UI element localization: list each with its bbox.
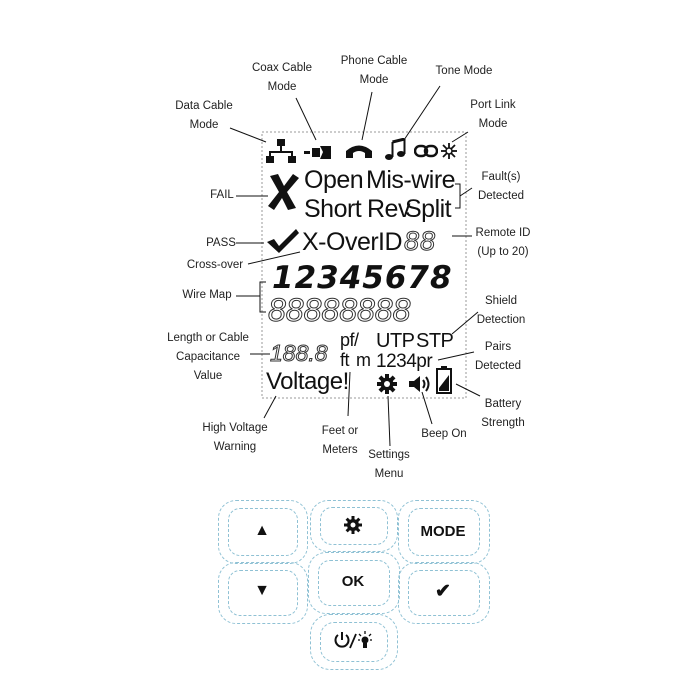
keypad-outline-up xyxy=(218,500,308,564)
ok-button[interactable]: OK xyxy=(328,566,378,596)
label-tone-mode: Tone Mode xyxy=(435,65,493,77)
lcd-split: Split xyxy=(405,195,452,223)
battery-icon xyxy=(436,366,452,394)
ok-label: OK xyxy=(341,572,365,590)
keypad-outline-gear-inner xyxy=(320,507,388,545)
up-button[interactable]: ▲ xyxy=(238,516,286,546)
keypad-outline-ok xyxy=(308,552,400,614)
down-button[interactable]: ▼ xyxy=(238,576,286,606)
network-icon xyxy=(266,139,296,163)
coax-plug-icon xyxy=(304,146,331,159)
lcd-rev: Rev xyxy=(367,195,410,223)
lcd-miswire: Mis-wire xyxy=(366,166,456,194)
lcd-ft: ft xyxy=(340,350,350,370)
starburst-icon xyxy=(441,143,457,159)
keypad-outline-check-inner xyxy=(408,570,480,616)
leader-data-cable xyxy=(229,127,267,143)
leader-feet xyxy=(347,371,351,417)
music-note-icon xyxy=(385,138,406,160)
gear-icon xyxy=(344,516,362,534)
label-faults-detected: Fault(s)Detected xyxy=(477,171,525,202)
lcd-remote-id-digits: 88 xyxy=(403,226,437,257)
leader-tone xyxy=(403,85,441,141)
mode-button[interactable]: MODE xyxy=(410,516,476,546)
leader-phone xyxy=(361,91,373,141)
fail-x-icon xyxy=(268,174,299,210)
gear-icon xyxy=(377,374,397,394)
leader-coax xyxy=(295,97,317,141)
leader-faults-out xyxy=(459,187,473,197)
down-arrow-icon: ▼ xyxy=(254,582,270,599)
lcd-utp: UTP xyxy=(376,330,415,352)
keypad-outline-mode xyxy=(398,500,490,564)
leader-faults xyxy=(455,183,461,209)
lcd-short: Short xyxy=(304,195,362,223)
keypad-outline-down xyxy=(218,562,308,624)
lcd-xover: X-Over xyxy=(302,228,379,256)
keypad-outline-power-inner xyxy=(320,622,388,662)
mode-label: MODE xyxy=(420,522,466,540)
lcd-pf: pf/ xyxy=(340,330,359,350)
label-beep-on: Beep On xyxy=(421,428,467,440)
label-cross-over: Cross-over xyxy=(186,259,244,271)
keypad-outline-gear xyxy=(310,500,398,552)
label-fail: FAIL xyxy=(210,189,234,201)
wire-map-segments: 88888888 xyxy=(267,292,411,329)
lcd-open: Open xyxy=(304,166,364,194)
keypad-outline-down-inner xyxy=(228,570,298,616)
leader-port-link xyxy=(451,131,469,143)
label-wire-map: Wire Map xyxy=(182,289,232,301)
leader-wire-map-bracket xyxy=(259,281,266,313)
speaker-icon xyxy=(409,376,430,392)
label-remote-id: Remote ID(Up to 20) xyxy=(475,227,531,258)
length-digits: 188.8 xyxy=(270,340,329,367)
checkmark-icon: ✔ xyxy=(435,580,451,602)
leader-shield xyxy=(451,311,479,335)
lcd-stp: STP xyxy=(416,330,454,352)
lcd-m: m xyxy=(356,350,371,370)
phone-handset-icon xyxy=(346,145,372,158)
link-icon xyxy=(414,144,438,158)
leader-battery xyxy=(455,383,481,397)
pass-check-icon xyxy=(267,229,299,253)
leader-settings xyxy=(387,395,391,447)
leader-pairs xyxy=(437,351,475,361)
confirm-button[interactable]: ✔ xyxy=(418,576,468,606)
lcd-voltage: Voltage! xyxy=(266,368,349,395)
keypad-outline-power xyxy=(310,614,398,670)
leader-xover xyxy=(247,251,301,265)
settings-button[interactable] xyxy=(330,510,376,540)
power-light-button[interactable] xyxy=(326,626,380,656)
keypad-outline-ok-inner xyxy=(318,560,390,606)
power-light-icon xyxy=(334,631,372,649)
up-arrow-icon: ▲ xyxy=(254,522,270,539)
wire-map-numbers: 12345678 xyxy=(272,260,453,296)
keypad-outline-up-inner xyxy=(228,508,298,556)
label-pass: PASS xyxy=(206,237,236,249)
keypad-outline-check xyxy=(398,562,490,624)
leader-beep xyxy=(421,391,433,425)
keypad-outline-mode-inner xyxy=(408,508,480,556)
lcd-id: ID xyxy=(378,228,403,256)
lcd-pairs: 1234pr xyxy=(376,351,433,372)
leader-voltage xyxy=(263,395,277,419)
